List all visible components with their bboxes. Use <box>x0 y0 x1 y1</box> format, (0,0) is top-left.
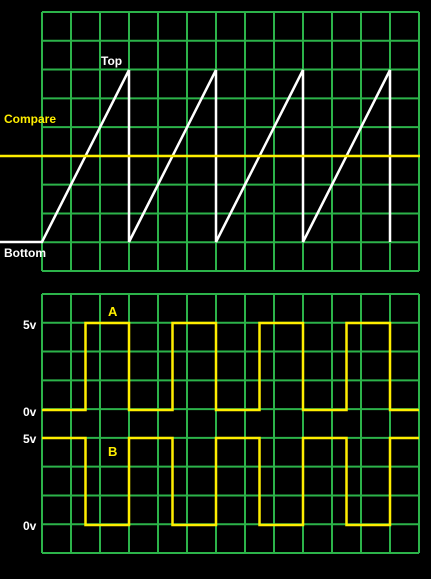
output-b-trace <box>42 436 419 527</box>
output-b-0v-label: 0v <box>23 519 37 533</box>
output-a-0v-label: 0v <box>23 405 37 419</box>
output-a-label: A <box>108 304 118 319</box>
top-panel: Top Compare Bottom <box>0 11 420 272</box>
bottom-panel-grid <box>41 293 420 554</box>
output-b-5v-label: 5v <box>23 432 37 446</box>
bottom-label: Bottom <box>4 246 46 260</box>
output-b-label: B <box>108 444 117 459</box>
top-label: Top <box>101 54 122 68</box>
output-a-trace <box>42 321 419 412</box>
top-panel-grid <box>41 11 420 272</box>
output-a-5v-label: 5v <box>23 318 37 332</box>
bottom-panel: A B 5v 0v 5v 0v <box>23 293 420 554</box>
compare-label: Compare <box>4 112 56 126</box>
